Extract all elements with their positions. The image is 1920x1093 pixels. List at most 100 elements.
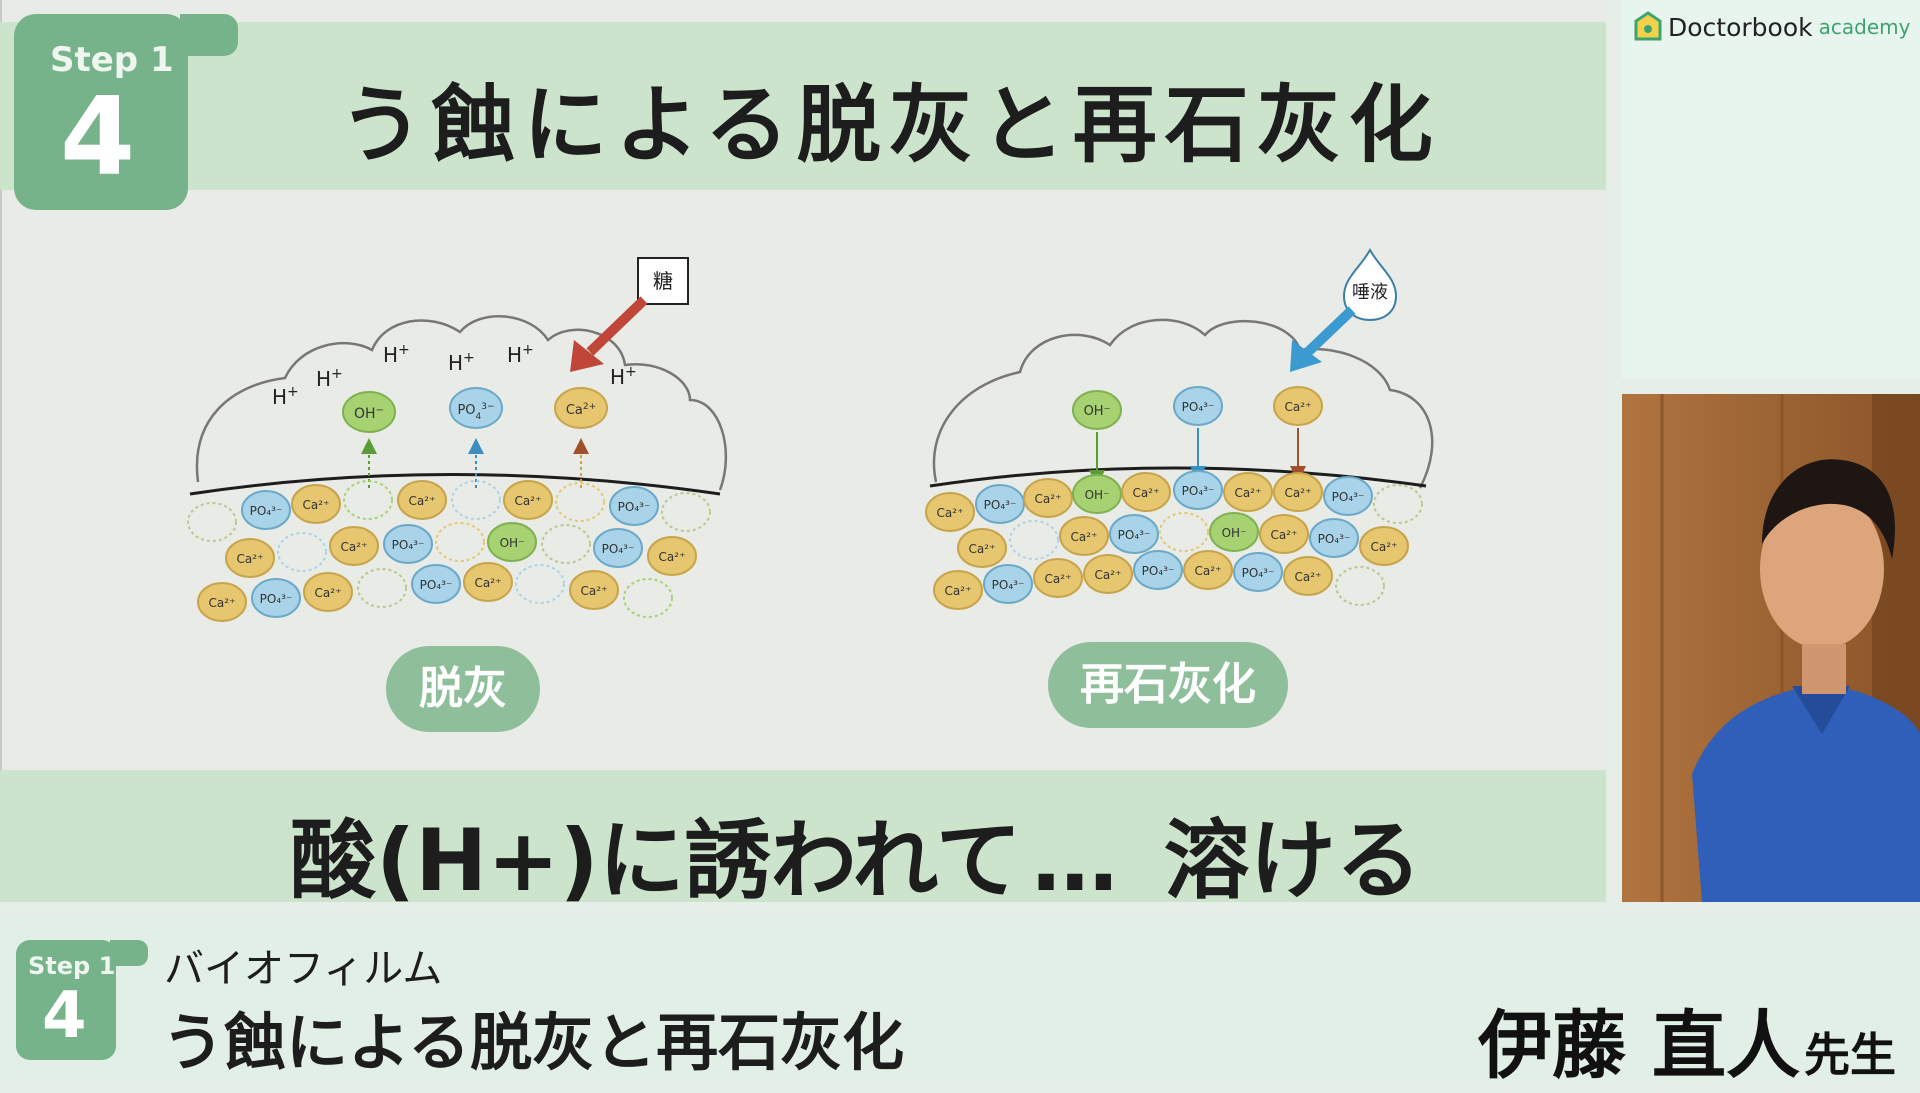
svg-text:PO₄³⁻: PO₄³⁻ [1242, 566, 1275, 580]
svg-text:Ca²⁺: Ca²⁺ [341, 540, 368, 554]
svg-text:Ca²⁺: Ca²⁺ [209, 596, 236, 610]
svg-text:OH⁻: OH⁻ [1085, 488, 1110, 502]
svg-text:PO₄³⁻: PO₄³⁻ [1142, 564, 1175, 578]
slide-caption: 酸(H+)に誘われて… 溶ける [290, 790, 1422, 902]
enamel-lattice-left: PO₄³⁻ Ca²⁺ Ca²⁺ Ca²⁺ PO₄³⁻ Ca²⁺ Ca²⁺ [187, 480, 711, 622]
h-ion: H+ [272, 384, 299, 409]
released-ions: OH− PO43− Ca2+ [342, 387, 608, 488]
step-label: Step 1 [50, 40, 174, 80]
caries-diagram: H+ H+ H+ H+ H+ H+ 糖 OH− PO43− Ca2+ [187, 247, 1434, 622]
svg-text:PO₄³⁻: PO₄³⁻ [250, 504, 283, 518]
lower-third-title: う蝕による脱灰と再石灰化 [162, 1006, 905, 1079]
enamel-surface-left [189, 473, 721, 496]
svg-text:Ca²⁺: Ca²⁺ [581, 584, 608, 598]
speaker-name: 伊藤直人先生 [1478, 986, 1896, 1093]
saliva-label: 唾液 [1352, 282, 1388, 303]
step-badge-tab [180, 14, 238, 56]
svg-text:PO₄³⁻: PO₄³⁻ [992, 578, 1025, 592]
svg-text:Ca²⁺: Ca²⁺ [969, 542, 996, 556]
bottom-band [0, 770, 1606, 902]
lower-third-step-number: 4 [42, 979, 87, 1053]
h-ion: H+ [507, 342, 534, 367]
svg-text:PO₄³⁻: PO₄³⁻ [392, 538, 425, 552]
h-ion: H+ [316, 366, 343, 391]
svg-text:PO₄³⁻: PO₄³⁻ [1332, 490, 1365, 504]
speaker-video-frame [1622, 394, 1920, 902]
lower-third-section: バイオフィルム [164, 946, 443, 992]
speaker-hair [1762, 459, 1895, 559]
right-panel [1622, 0, 1920, 378]
svg-text:Ca²⁺: Ca²⁺ [1235, 486, 1262, 500]
svg-text:OH⁻: OH⁻ [1084, 404, 1111, 419]
svg-text:Ca²⁺: Ca²⁺ [1195, 564, 1222, 578]
title-band [0, 22, 1606, 190]
caption-part-dissolve: 溶ける [1163, 811, 1422, 902]
h-ion: H+ [383, 342, 410, 367]
logo-suffix: academy [1818, 15, 1911, 39]
step-number: 4 [60, 75, 136, 200]
svg-text:Ca²⁺: Ca²⁺ [1285, 400, 1312, 414]
svg-text:Ca²⁺: Ca²⁺ [1271, 528, 1298, 542]
svg-text:PO₄³⁻: PO₄³⁻ [260, 592, 293, 606]
svg-text:PO₄³⁻: PO₄³⁻ [1118, 528, 1151, 542]
svg-text:Ca²⁺: Ca²⁺ [1095, 568, 1122, 582]
speaker-family-name: 伊藤 [1478, 1003, 1626, 1089]
caption-ellipsis: … [1031, 811, 1118, 902]
speaker-honorific: 先生 [1804, 1028, 1896, 1082]
svg-text:Ca²⁺: Ca²⁺ [1133, 486, 1160, 500]
logo-name: Doctorbook [1668, 12, 1813, 42]
svg-text:Ca²⁺: Ca²⁺ [1371, 540, 1398, 554]
svg-text:Ca²⁺: Ca²⁺ [409, 494, 436, 508]
svg-text:PO₄³⁻: PO₄³⁻ [618, 500, 651, 514]
svg-text:PO₄³⁻: PO₄³⁻ [984, 498, 1017, 512]
h-ion: H+ [448, 350, 475, 375]
saliva-drop [1342, 247, 1398, 322]
sugar-box [637, 257, 689, 305]
slide-edge [0, 0, 2, 902]
demineralization-label: 脱灰 [386, 646, 540, 732]
slide: Step 1 4 う蝕による脱灰と再石灰化 H+ H+ H+ H+ H+ H+ … [0, 0, 1606, 902]
svg-text:Ca²⁺: Ca²⁺ [515, 494, 542, 508]
svg-text:Ca²⁺: Ca²⁺ [659, 550, 686, 564]
lower-third-badge-tab [110, 940, 148, 966]
ion-po4 [449, 387, 503, 429]
caption-part-acid: 酸(H+)に誘われて [290, 811, 1022, 902]
svg-text:Ca²⁺: Ca²⁺ [937, 506, 964, 520]
ion-ca [554, 387, 608, 429]
svg-text:Ca²⁺: Ca²⁺ [945, 584, 972, 598]
svg-text:Ca²⁺: Ca²⁺ [1285, 486, 1312, 500]
demineralization-panel: H+ H+ H+ H+ H+ H+ 糖 OH− PO43− Ca2+ [187, 257, 728, 622]
h-ion: H+ [610, 364, 637, 389]
svg-text:PO₄³⁻: PO₄³⁻ [1182, 400, 1215, 414]
svg-text:Ca²⁺: Ca²⁺ [303, 498, 330, 512]
remineralization-label: 再石灰化 [1048, 642, 1288, 728]
remineralization-panel: 唾液 OH⁻ PO₄³⁻ Ca²⁺ Ca²⁺ PO₄³⁻ Ca²⁺ [925, 247, 1434, 610]
lower-third [0, 916, 1920, 1080]
svg-text:Ca²⁺: Ca²⁺ [1045, 572, 1072, 586]
slide-title: う蝕による脱灰と再石灰化 [339, 76, 1441, 174]
sugar-arrow [586, 296, 648, 356]
svg-text:PO₄³⁻: PO₄³⁻ [602, 542, 635, 556]
speaker-given-name: 直人 [1652, 1003, 1800, 1089]
svg-text:OH⁻: OH⁻ [500, 536, 525, 550]
ion-oh [342, 391, 396, 433]
lower-third-step-label: Step 1 [28, 952, 116, 980]
speaker-face [1760, 489, 1884, 649]
saliva-arrow [1304, 306, 1356, 356]
plaque-cloud-left [195, 315, 728, 491]
svg-text:Ca²⁺: Ca²⁺ [475, 576, 502, 590]
saliva-arrowhead [1290, 340, 1322, 372]
house-shield-icon [1634, 11, 1662, 41]
svg-text:PO₄³⁻: PO₄³⁻ [1318, 532, 1351, 546]
svg-text:Ca²⁺: Ca²⁺ [1071, 530, 1098, 544]
step-badge: Step 1 4 [14, 14, 188, 210]
svg-text:PO₄³⁻: PO₄³⁻ [420, 578, 453, 592]
svg-text:OH⁻: OH⁻ [1222, 526, 1247, 540]
sugar-label: 糖 [653, 269, 673, 293]
supplied-ions: OH⁻ PO₄³⁻ Ca²⁺ [1072, 386, 1323, 486]
plaque-cloud-right [932, 318, 1434, 489]
svg-text:Ca²⁺: Ca²⁺ [315, 586, 342, 600]
speaker-video [1622, 394, 1920, 902]
lower-third-step-badge: Step 1 4 [16, 940, 116, 1060]
enamel-lattice-right: Ca²⁺ PO₄³⁻ Ca²⁺ OH⁻ Ca²⁺ PO₄³⁻ Ca²⁺ Ca²⁺… [925, 470, 1423, 610]
